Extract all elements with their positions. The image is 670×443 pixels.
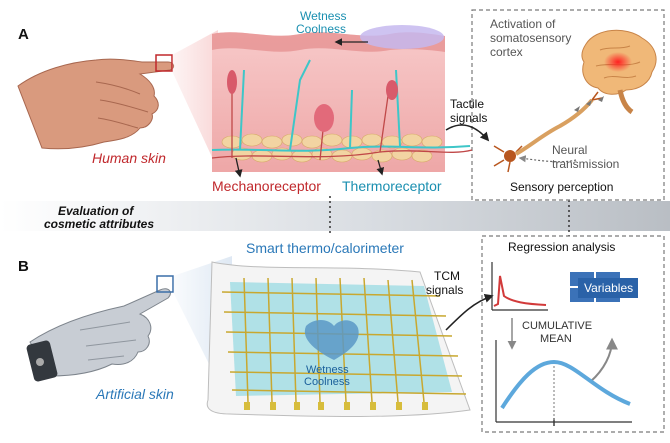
- brain-icon: [581, 29, 657, 115]
- sensory-perception-box: [471, 9, 665, 201]
- evaluation-band: [0, 201, 670, 231]
- tcm-signal-plot: [491, 262, 548, 311]
- arrow: [589, 337, 618, 383]
- pacinian-corpuscle: [314, 104, 334, 132]
- tcm-label-1: TCM: [434, 269, 460, 283]
- arrow: [376, 159, 385, 176]
- variables-block: [570, 272, 638, 302]
- variables-label: Variables: [584, 281, 634, 295]
- tcm-arrow: [445, 294, 494, 331]
- device-label: Smart thermo/calorimeter: [246, 240, 404, 256]
- cortex-label-1: Activation of: [490, 17, 556, 31]
- tactile-arrow: [445, 124, 490, 142]
- human-hand-icon: [17, 58, 175, 150]
- neural-label-2: transmission: [552, 157, 620, 171]
- tcm-sheet: [206, 261, 471, 417]
- neural-label-1: Neural: [552, 143, 588, 157]
- cumulative-label-2: MEAN: [540, 333, 572, 345]
- panel-b-letter: B: [18, 258, 29, 275]
- mechanoreceptor-label: Mechanoreceptor: [212, 178, 321, 194]
- cortex-label-2: somatosensory: [490, 31, 572, 45]
- wetness-label: Wetness: [300, 9, 347, 23]
- robot-hand-icon: [26, 288, 171, 382]
- tactile-label-1: Tactile: [450, 97, 485, 111]
- droplet-icon: [304, 320, 359, 360]
- evaluation-label-1: Evaluation of: [58, 204, 134, 218]
- mechanoreceptor-corpuscle: [227, 70, 237, 94]
- wetness-label-b: Wetness: [306, 364, 349, 376]
- cumulative-mean-plot: [495, 340, 632, 426]
- signal-chevrons: [574, 96, 604, 112]
- panel-a-letter: A: [18, 26, 29, 43]
- regression-label: Regression analysis: [508, 240, 616, 254]
- skin-cross-section: [211, 25, 473, 173]
- cortex-label-3: cortex: [490, 45, 523, 59]
- coolness-label: Coolness: [296, 22, 347, 36]
- neuron-icon: [493, 91, 603, 173]
- human-skin-label: Human skin: [92, 150, 166, 166]
- mechanoreceptor-corpuscle: [386, 80, 398, 100]
- coolness-label-b: Coolness: [304, 376, 350, 388]
- artificial-skin-label: Artificial skin: [96, 386, 174, 402]
- sensory-perception-label: Sensory perception: [510, 180, 614, 194]
- zoom-cone: [172, 30, 218, 170]
- tactile-label-2: signals: [450, 111, 488, 125]
- neural-arrow: [518, 155, 577, 163]
- wetness-droplet: [360, 25, 444, 49]
- tcm-label-2: signals: [426, 283, 464, 297]
- evaluation-label-2: cosmetic attributes: [44, 217, 155, 231]
- arrow: [234, 157, 243, 178]
- regression-analysis-box: [481, 235, 665, 433]
- cumulative-label-1: CUMULATIVE: [522, 320, 593, 332]
- thermoreceptor-label: Thermoreceptor: [342, 178, 442, 194]
